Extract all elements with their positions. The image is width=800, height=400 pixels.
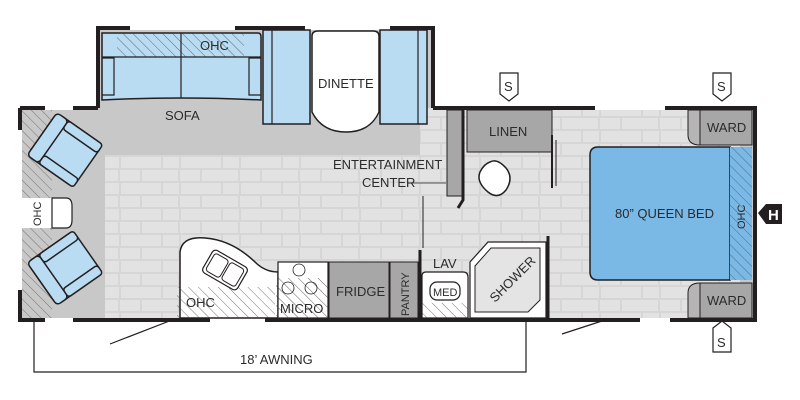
speaker-marker-2: S (712, 72, 732, 102)
front-ohc-label: OHC (32, 202, 44, 227)
range-micro: MICRO (276, 261, 329, 319)
pantry: PANTRY (389, 261, 419, 319)
speaker-marker-1: S (499, 72, 519, 102)
recliner-bottom (27, 231, 103, 305)
burner-icon (292, 263, 306, 277)
entertainment-center: ENTERTAINMENT CENTER (333, 109, 465, 248)
kitchen-counter: OHC (177, 237, 279, 319)
micro-label: MICRO (280, 301, 323, 316)
sofa-ohc-label: OHC (200, 38, 229, 53)
speaker-icon: S (717, 79, 726, 94)
bed-label: 80” QUEEN BED (615, 206, 714, 221)
windows (18, 26, 670, 322)
bed-ohc-label: OHC (736, 205, 748, 230)
dinette: DINETTE (262, 29, 428, 133)
awning-label: 18’ AWNING (240, 352, 313, 367)
pantry-label: PANTRY (400, 272, 412, 316)
speaker-marker-3: S (712, 320, 732, 353)
shower: SHOWER (469, 236, 550, 319)
speaker-icon: S (504, 79, 513, 94)
kitchen-ohc-label: OHC (186, 295, 215, 310)
wardrobe-top: WARD (687, 109, 753, 146)
entertainment-center-label-1: ENTERTAINMENT (333, 157, 442, 172)
lavatory: LAV MED (421, 256, 469, 319)
queen-bed: 80” QUEEN BED OHC (589, 146, 752, 281)
ward-top-label: WARD (707, 120, 746, 135)
fridge-label: FRIDGE (336, 284, 385, 299)
hitch-icon: H (768, 207, 779, 224)
end-table (51, 197, 73, 229)
hitch-marker: H (758, 204, 782, 224)
sofa-label: SOFA (165, 108, 200, 123)
entertainment-center-label-2: CENTER (362, 175, 415, 190)
ward-bottom-label: WARD (707, 293, 746, 308)
sofa: OHC SOFA (101, 32, 262, 123)
awning: 18’ AWNING (33, 320, 527, 373)
linen-label: LINEN (489, 124, 527, 139)
toilet (478, 160, 511, 197)
fridge: FRIDGE (328, 261, 390, 319)
entry-doors (109, 319, 606, 345)
dinette-table (311, 30, 380, 133)
wardrobe-bottom: WARD (687, 282, 753, 319)
recliner-top (27, 113, 103, 187)
dinette-label: DINETTE (318, 76, 374, 91)
lav-label: LAV (433, 256, 457, 271)
sink (202, 249, 248, 291)
linen-closet: LINEN (466, 109, 557, 197)
speaker-icon: S (717, 335, 726, 350)
med-label: MED (433, 287, 458, 299)
